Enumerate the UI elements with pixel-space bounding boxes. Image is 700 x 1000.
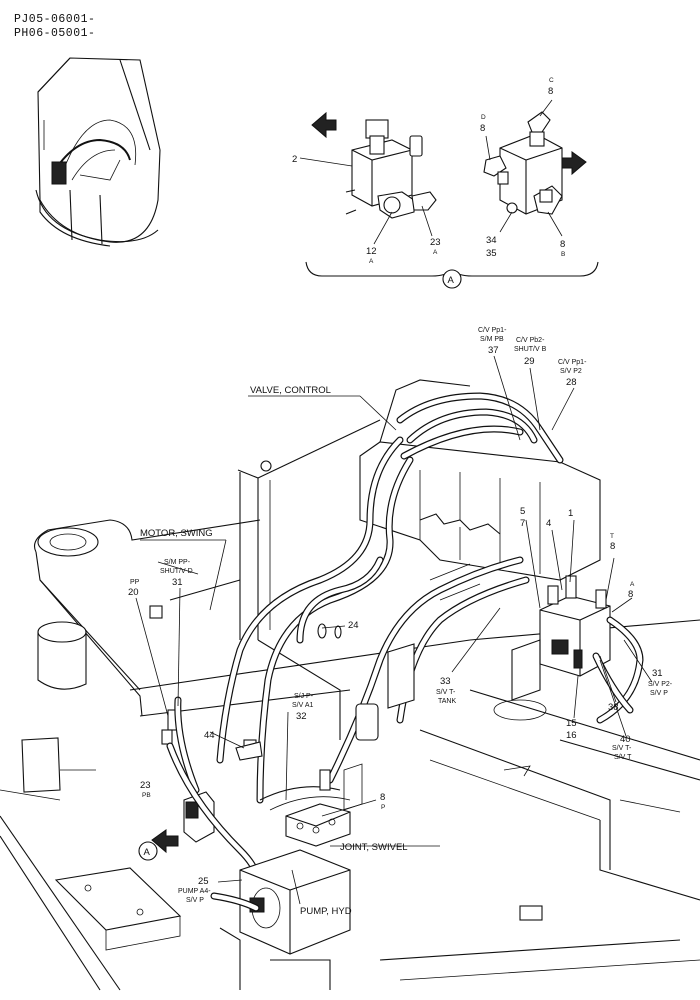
callout-31b-number: 31	[652, 668, 663, 679]
model-code-1: PJ05-06001-	[14, 13, 96, 26]
part-5: 5	[520, 506, 525, 517]
callout-20-number: 20	[128, 587, 139, 598]
callout-32-line-2: S/V A1	[292, 702, 314, 709]
detail-part-8b: 8	[560, 239, 565, 250]
part-23pb-letter: PB	[142, 792, 151, 799]
callout-29-line-1: C/V Pb2-	[516, 337, 545, 344]
label-motor-swing: MOTOR, SWING	[140, 528, 213, 539]
callout-37-line-1: C/V Pp1-	[478, 327, 507, 334]
part-8t-letter: T	[610, 533, 614, 540]
detail-part-23-letter: A	[433, 249, 438, 256]
detail-part-8c-letter: C	[549, 77, 554, 84]
detail-part-8d-letter: D	[481, 114, 486, 121]
detail-part-23: 23	[430, 237, 441, 248]
part-8a-letter: A	[630, 581, 635, 588]
label-pump-hyd: PUMP, HYD	[300, 906, 352, 917]
label-joint-swivel: JOINT, SWIVEL	[340, 842, 408, 853]
callout-25-line-1: PUMP A4-	[178, 888, 211, 895]
callout-33-line-1: S/V T-	[436, 689, 456, 696]
detail-part-34: 34	[486, 235, 497, 246]
callout-37-number: 37	[488, 345, 499, 356]
view-a-marker-letter: A	[144, 847, 151, 858]
callout-29-line-2: SHUT/V B	[514, 346, 547, 353]
label-valve-control: VALVE, CONTROL	[250, 385, 331, 396]
view-a-marker	[138, 841, 158, 861]
part-1: 1	[568, 508, 573, 519]
part-38: 38	[608, 702, 619, 713]
detail-a-right-valve	[483, 99, 587, 237]
callout-33-number: 33	[440, 676, 451, 687]
part-15: 15	[566, 718, 577, 729]
part-8p-letter: P	[381, 804, 385, 811]
callout-29-number: 29	[524, 356, 535, 367]
callout-37-line-2: S/M PB	[480, 336, 504, 343]
callout-31a-number: 31	[172, 577, 183, 588]
callout-31a-line-1: S/M PP-	[164, 559, 191, 566]
callout-40-line-1: S/V T-	[612, 745, 632, 752]
model-code-2: PH06-05001-	[14, 27, 96, 40]
callout-25-number: 25	[198, 876, 209, 887]
main-assembly	[0, 379, 700, 991]
part-8a: 8	[628, 589, 633, 600]
callout-40-number: 40	[620, 734, 631, 745]
part-4: 4	[546, 518, 551, 529]
detail-part-8b-letter: B	[561, 251, 565, 258]
callout-31b-line-2: S/V P	[650, 690, 668, 697]
callout-32-number: 32	[296, 711, 307, 722]
part-23pb: 23	[140, 780, 151, 791]
detail-part-8c: 8	[548, 86, 553, 97]
detail-a-marker	[442, 269, 462, 289]
callout-25-line-2: S/V P	[186, 897, 204, 904]
detail-part-8d: 8	[480, 123, 485, 134]
callout-28-line-2: S/V P2	[560, 368, 582, 375]
detail-a-marker-letter: A	[448, 275, 455, 286]
part-8p: 8	[380, 792, 385, 803]
part-8t: 8	[610, 541, 615, 552]
callout-20-line-1: PP	[130, 579, 140, 586]
callout-33-line-2: TANK	[438, 698, 456, 705]
callout-31a-line-2: SHUT/V D	[160, 568, 193, 575]
part-24: 24	[348, 620, 359, 631]
part-44: 44	[204, 730, 215, 741]
detail-part-12: 12	[366, 246, 377, 257]
part-16: 16	[566, 730, 577, 741]
detail-a-left-valve	[299, 111, 437, 245]
part-7: 7	[520, 518, 525, 529]
detail-part-35: 35	[486, 248, 497, 259]
callout-40-line-2: S/V T	[614, 754, 632, 761]
leader-lines	[135, 355, 653, 905]
detail-part-12-letter: A	[369, 258, 374, 265]
machine-thumbnail	[35, 57, 161, 247]
callout-32-line-1: S/J P-	[294, 693, 314, 700]
callout-31b-line-1: S/V P2-	[648, 681, 673, 688]
callout-28-line-1: C/V Pp1-	[558, 359, 587, 366]
callout-28-number: 28	[566, 377, 577, 388]
detail-part-2: 2	[292, 154, 297, 165]
